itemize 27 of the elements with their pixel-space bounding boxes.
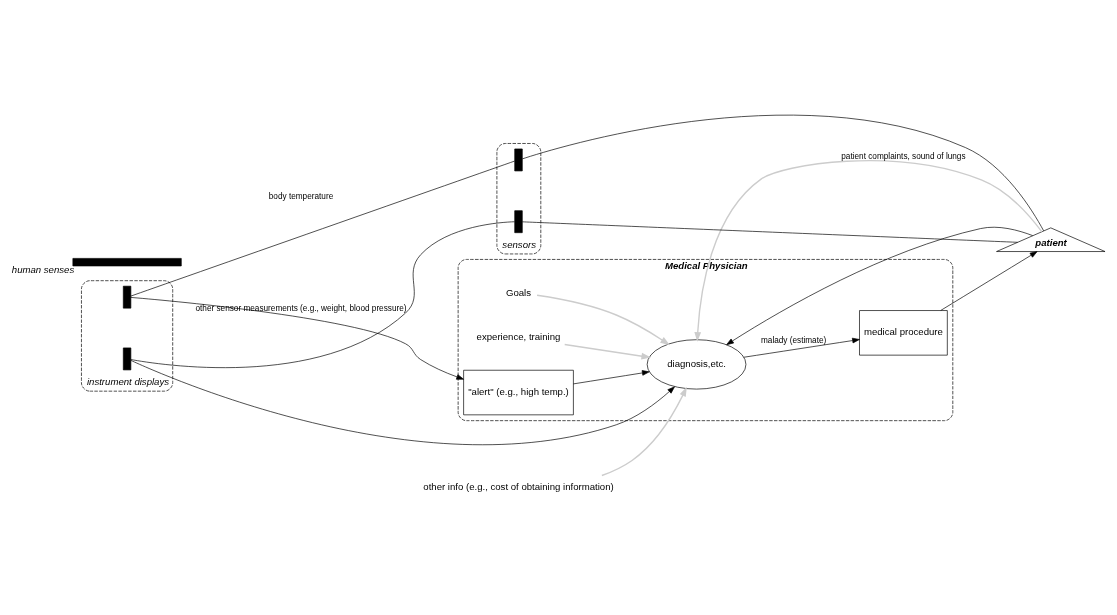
- node-box: medical procedure: [859, 310, 948, 356]
- node-text: experience, training: [476, 331, 561, 343]
- arrow: [694, 160, 1043, 342]
- arrow: [536, 294, 670, 346]
- cluster: instrument displays: [81, 280, 174, 392]
- node-box: "alert" (e.g., high temp.): [463, 369, 574, 416]
- node-bar: [122, 285, 132, 309]
- node-bar: [122, 347, 132, 371]
- node-bar: [514, 210, 523, 233]
- node-bar: [514, 148, 523, 172]
- arrow: [130, 360, 675, 445]
- arrow: [743, 337, 860, 358]
- node-bar: [72, 258, 182, 267]
- node-text: other info (e.g., cost of obtaining information): [423, 481, 614, 493]
- node-text: Goals: [505, 286, 532, 298]
- node-label: human senses: [11, 263, 75, 275]
- arrow: [601, 386, 687, 477]
- arrow: [726, 226, 1033, 346]
- connector: [521, 221, 1018, 243]
- connector: [130, 221, 515, 368]
- connector: [522, 114, 1044, 232]
- arrow: [130, 297, 464, 380]
- arrow: [564, 343, 652, 360]
- cluster: sensors: [496, 143, 542, 255]
- arrow: [940, 251, 1038, 311]
- connector: [130, 160, 515, 297]
- arrow: [573, 370, 650, 385]
